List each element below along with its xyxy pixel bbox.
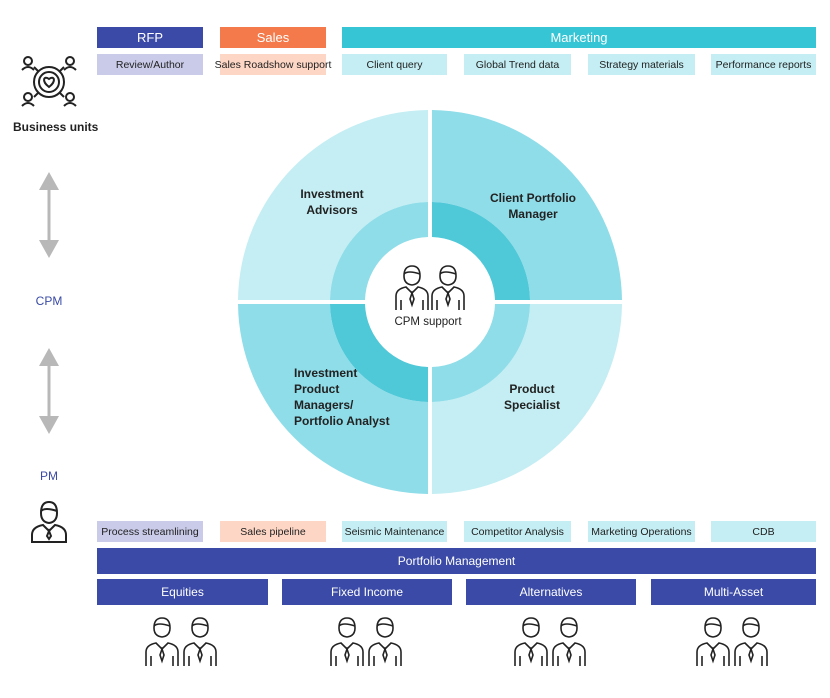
competitor-analysis-tag: Competitor Analysis bbox=[464, 521, 571, 542]
review-author-tag: Review/Author bbox=[97, 54, 203, 75]
strategy-materials-tag: Strategy materials bbox=[588, 54, 695, 75]
sales-roadshow-tag: Sales Roadshow support bbox=[215, 54, 331, 75]
wheel-center bbox=[367, 239, 493, 365]
marketing-operations-tag: Marketing Operations bbox=[588, 521, 695, 542]
cpm-support-label: CPM support bbox=[394, 316, 462, 328]
team-icon bbox=[330, 617, 402, 666]
client-query-tag: Client query bbox=[342, 54, 447, 75]
performance-reports-tag: Performance reports bbox=[711, 54, 816, 75]
client-portfolio-manager-label: Client Portfolio Manager bbox=[490, 191, 576, 221]
people-icon bbox=[395, 265, 465, 310]
equities-box: Equities bbox=[97, 579, 268, 605]
investment-product-managers-label: Investment Product Managers/ Portfolio A… bbox=[294, 366, 390, 428]
sales-pipeline-tag: Sales pipeline bbox=[220, 521, 326, 542]
double-arrow-icon bbox=[39, 172, 59, 258]
cpm-wheel-diagram bbox=[238, 110, 622, 494]
wheel-inner-top-left bbox=[330, 202, 428, 300]
double-arrow-icon bbox=[39, 348, 59, 434]
fixed-income-box: Fixed Income bbox=[282, 579, 452, 605]
wheel-outer-top-right bbox=[432, 110, 622, 300]
person-icon bbox=[31, 500, 67, 543]
investment-advisors-label: Investment Advisors bbox=[300, 187, 364, 217]
wheel-outer-top-left bbox=[238, 110, 428, 300]
global-trend-tag: Global Trend data bbox=[464, 54, 571, 75]
business-units-icon bbox=[21, 56, 77, 107]
process-streamlining-tag: Process streamlining bbox=[97, 521, 203, 542]
seismic-maintenance-tag: Seismic Maintenance bbox=[342, 521, 447, 542]
wheel-outer-bottom-left bbox=[238, 304, 428, 494]
sales-header: Sales bbox=[220, 27, 326, 48]
wheel-inner-top-right bbox=[432, 202, 530, 300]
rfp-header: RFP bbox=[97, 27, 203, 48]
team-icon bbox=[696, 617, 768, 666]
business-units-label: Business units bbox=[13, 120, 99, 134]
product-specialist-label: Product Specialist bbox=[503, 382, 561, 412]
marketing-header: Marketing bbox=[342, 27, 816, 48]
alternatives-box: Alternatives bbox=[466, 579, 636, 605]
wheel-inner-bottom-right bbox=[432, 304, 530, 402]
multi-asset-box: Multi-Asset bbox=[651, 579, 816, 605]
wheel-inner-bottom-left bbox=[330, 304, 428, 402]
wheel-outer-bottom-right bbox=[432, 304, 622, 494]
team-icon bbox=[145, 617, 217, 666]
cpm-label: CPM bbox=[35, 294, 63, 308]
cdb-tag: CDB bbox=[711, 521, 816, 542]
team-icon bbox=[514, 617, 586, 666]
portfolio-management-bar: Portfolio Management bbox=[97, 548, 816, 574]
pm-label: PM bbox=[40, 469, 58, 483]
